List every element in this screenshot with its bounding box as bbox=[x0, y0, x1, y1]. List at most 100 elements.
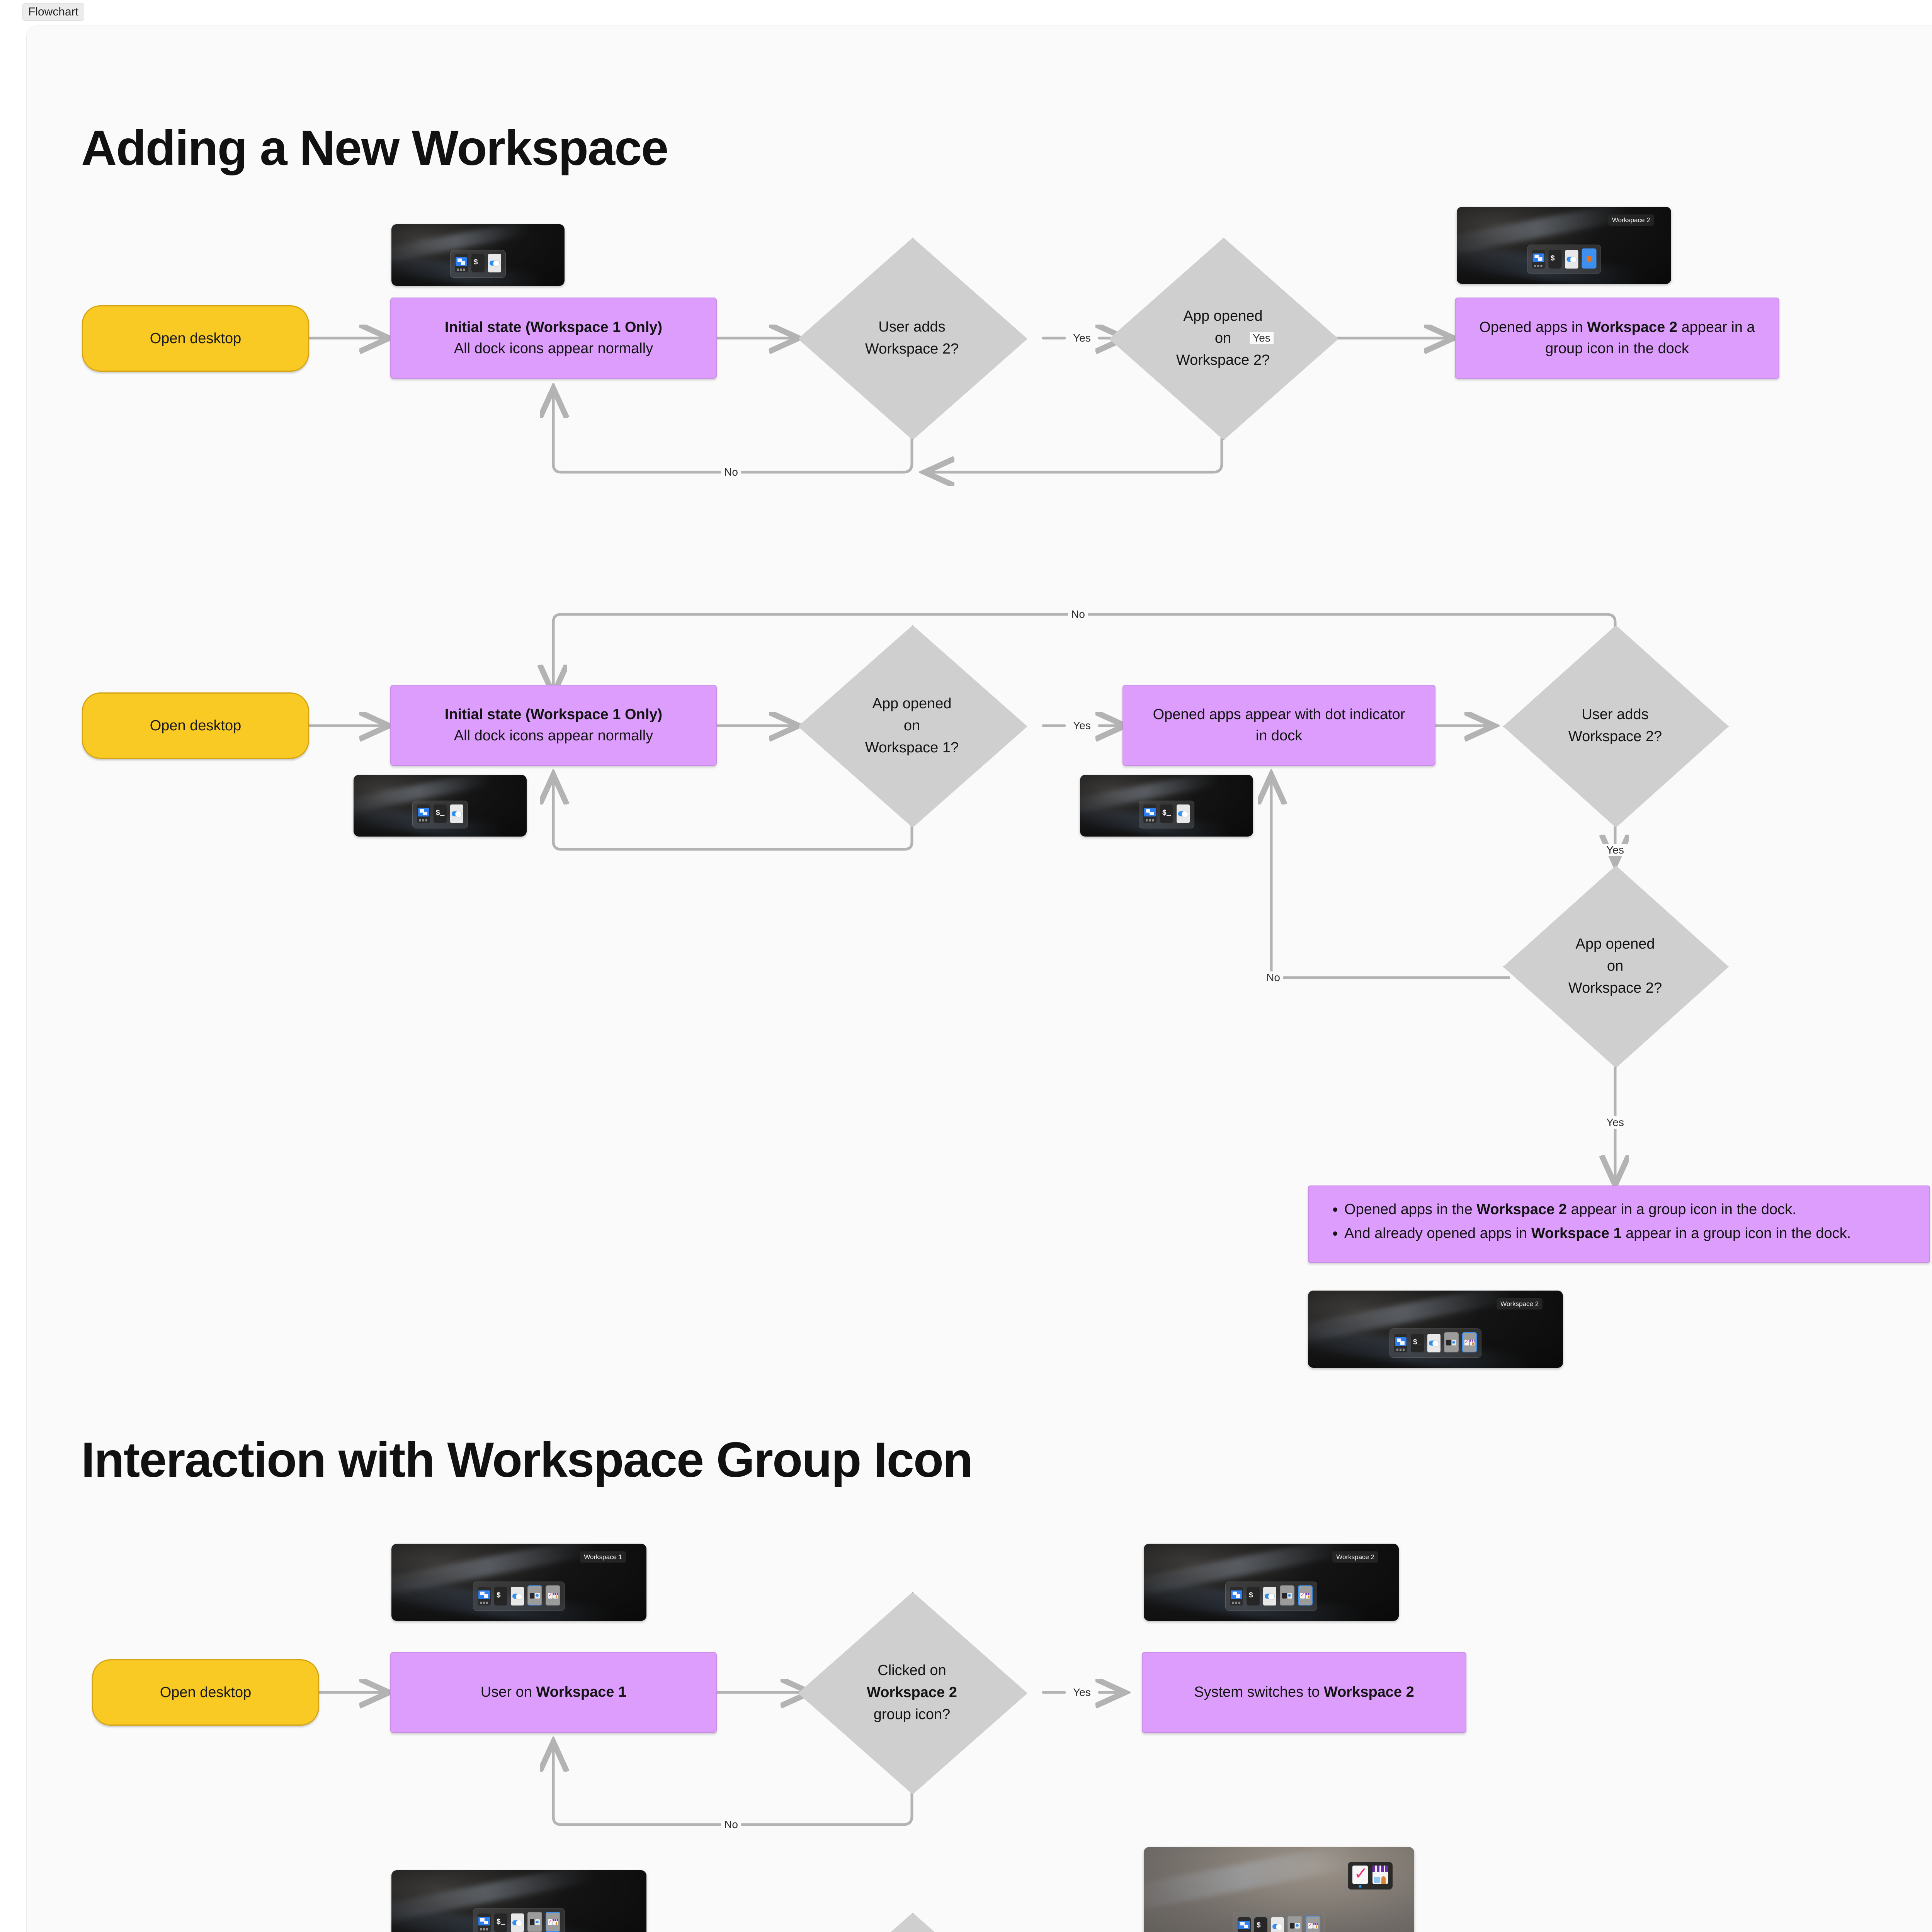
workspace-group-popup bbox=[1348, 1862, 1393, 1890]
settings-app-icon bbox=[1263, 1587, 1276, 1605]
screenshot-workspace2-groups-dock-r2: Workspace 2 $_ bbox=[1308, 1291, 1563, 1368]
workspace1-group-icon bbox=[1280, 1585, 1294, 1605]
edge-label-no: No bbox=[721, 1818, 741, 1831]
edge-label-no: No bbox=[721, 466, 741, 478]
workspace2-group-icon bbox=[546, 1912, 560, 1932]
files-app-icon bbox=[455, 254, 468, 273]
terminal-app-icon: $_ bbox=[1247, 1587, 1260, 1605]
edge-label-yes: Yes bbox=[1070, 1686, 1094, 1699]
files-app-icon bbox=[478, 1587, 491, 1605]
section-title-adding-workspace: Adding a New Workspace bbox=[81, 121, 668, 176]
screenshot-workspace1-dock-r3: Workspace 1 $_ bbox=[391, 1544, 646, 1621]
node-subtitle: All dock icons appear normally bbox=[454, 340, 653, 357]
settings-app-icon bbox=[511, 1587, 524, 1605]
decision-text: User adds Workspace 2? bbox=[865, 319, 959, 357]
decision-text: User adds Workspace 2? bbox=[1568, 706, 1662, 745]
checkmark-app-icon bbox=[1352, 1865, 1368, 1888]
edge-label-no: No bbox=[1068, 608, 1088, 621]
dock-bar: $_ bbox=[450, 250, 506, 278]
terminal-app-icon: $_ bbox=[1548, 250, 1561, 269]
start-node-open-desktop-r1[interactable]: Open desktop bbox=[82, 305, 309, 372]
node-text: System switches to Workspace 2 bbox=[1194, 1684, 1414, 1701]
dock-bar: $_ bbox=[1225, 1582, 1317, 1611]
decision-text: Clicked on Workspace 2 group icon? bbox=[867, 1662, 957, 1723]
decision-clicked-workspace2-group-icon-r3[interactable]: Clicked on Workspace 2 group icon? bbox=[798, 1592, 1027, 1794]
shop-app-icon bbox=[1372, 1866, 1388, 1884]
workspace2-group-icon bbox=[546, 1585, 560, 1605]
decision-user-adds-workspace2-r1[interactable]: User adds Workspace 2? bbox=[798, 238, 1027, 440]
summary-bullet-list: Opened apps in the Workspace 2 appear in… bbox=[1327, 1198, 1911, 1245]
edge-label-yes: Yes bbox=[1250, 332, 1274, 344]
files-app-icon bbox=[1532, 250, 1545, 269]
terminal-app-icon: $_ bbox=[494, 1587, 507, 1605]
files-app-icon bbox=[1143, 804, 1156, 823]
decision-app-opened-workspace2-r2[interactable]: App opened on Workspace 2? bbox=[1503, 866, 1729, 1068]
terminal-app-icon: $_ bbox=[434, 804, 447, 823]
files-app-icon bbox=[1230, 1587, 1243, 1605]
settings-app-icon bbox=[1427, 1334, 1440, 1352]
screenshot-workspace2-dock-r4: $_ bbox=[391, 1870, 646, 1932]
screenshot-group-popup-r4: $_ bbox=[1144, 1847, 1414, 1932]
list-item: And already opened apps in Workspace 1 a… bbox=[1344, 1222, 1911, 1246]
terminal-app-icon: $_ bbox=[1160, 804, 1173, 823]
files-app-icon bbox=[1238, 1917, 1251, 1932]
workspace-badge: Workspace 2 bbox=[1608, 214, 1654, 226]
decision-app-opened-workspace1-r2[interactable]: App opened on Workspace 1? bbox=[798, 625, 1027, 828]
settings-app-icon bbox=[1271, 1917, 1284, 1932]
workspace2-group-icon bbox=[1306, 1915, 1320, 1932]
screenshot-initial-dock-r2: $_ bbox=[354, 775, 527, 837]
dock-bar: $_ bbox=[473, 1908, 565, 1932]
screenshot-workspace2-dock-r1: Workspace 2 $_ bbox=[1457, 207, 1671, 284]
edge-label-yes: Yes bbox=[1603, 1116, 1627, 1129]
tab-flowchart[interactable]: Flowchart bbox=[22, 3, 85, 21]
dock-bar: $_ bbox=[473, 1582, 565, 1611]
decision-text: App opened on Workspace 2? bbox=[1176, 308, 1270, 368]
dock-bar: $_ bbox=[1139, 801, 1194, 829]
process-initial-state-r1[interactable]: Initial state (Workspace 1 Only) All doc… bbox=[390, 298, 717, 379]
process-group-icon-result-r1[interactable]: Opened apps in Workspace 2 appear in a g… bbox=[1455, 298, 1779, 379]
workspace-group-icon bbox=[1582, 248, 1596, 269]
decision-app-opened-workspace2-r1[interactable]: App opened on Workspace 2? bbox=[1109, 238, 1338, 440]
process-initial-state-r2[interactable]: Initial state (Workspace 1 Only) All doc… bbox=[390, 685, 717, 766]
workspace1-group-icon bbox=[527, 1585, 542, 1605]
screenshot-initial-dock-r1: $_ bbox=[391, 224, 565, 286]
process-dot-indicator-r2[interactable]: Opened apps appear with dot indicator in… bbox=[1122, 685, 1435, 766]
edge-label-yes: Yes bbox=[1070, 332, 1094, 344]
node-text: Opened apps in Workspace 2 appear in a g… bbox=[1479, 319, 1755, 357]
process-system-switches-r3[interactable]: System switches to Workspace 2 bbox=[1142, 1652, 1466, 1733]
settings-app-icon bbox=[511, 1913, 524, 1932]
start-node-open-desktop-r3[interactable]: Open desktop bbox=[92, 1659, 319, 1726]
workspace-badge: Workspace 2 bbox=[1497, 1298, 1543, 1310]
dock-bar: $_ bbox=[1389, 1328, 1481, 1358]
dock-bar: $_ bbox=[412, 801, 468, 829]
edge-label-yes: Yes bbox=[1603, 844, 1627, 856]
settings-app-icon bbox=[488, 254, 501, 273]
settings-app-icon bbox=[450, 804, 463, 823]
workspace1-group-icon bbox=[527, 1912, 542, 1932]
process-group-icons-summary-r2[interactable]: Opened apps in the Workspace 2 appear in… bbox=[1308, 1185, 1930, 1263]
process-user-on-workspace1-r3[interactable]: User on Workspace 1 bbox=[390, 1652, 717, 1733]
terminal-app-icon: $_ bbox=[1411, 1334, 1424, 1352]
workspace2-group-icon bbox=[1298, 1585, 1313, 1605]
decision-text: App opened on Workspace 2? bbox=[1568, 935, 1662, 996]
workspace1-group-icon bbox=[1444, 1332, 1459, 1352]
screenshot-dot-indicator-dock-r2: $_ bbox=[1080, 775, 1253, 837]
list-item: Opened apps in the Workspace 2 appear in… bbox=[1344, 1198, 1911, 1222]
settings-app-icon bbox=[1565, 250, 1578, 269]
start-node-open-desktop-r2[interactable]: Open desktop bbox=[82, 692, 309, 759]
terminal-app-icon: $_ bbox=[494, 1913, 507, 1932]
node-title: Initial state (Workspace 1 Only) bbox=[444, 319, 663, 335]
decision-clicked-workspace2-group-icon-r4[interactable]: Clicked on Workspace 2 group icon? bbox=[798, 1913, 1027, 1932]
files-app-icon bbox=[1394, 1334, 1407, 1352]
settings-app-icon bbox=[1177, 804, 1190, 823]
files-app-icon bbox=[417, 804, 430, 823]
decision-user-adds-workspace2-r2[interactable]: User adds Workspace 2? bbox=[1503, 625, 1729, 828]
decision-text: App opened on Workspace 1? bbox=[865, 695, 959, 756]
workspace2-group-icon bbox=[1462, 1332, 1477, 1352]
section-title-interaction-group-icon: Interaction with Workspace Group Icon bbox=[81, 1432, 973, 1488]
dock-bar: $_ bbox=[1233, 1912, 1325, 1932]
edge-label-yes: Yes bbox=[1070, 719, 1094, 732]
workspace-badge: Workspace 1 bbox=[580, 1551, 626, 1563]
files-app-icon bbox=[478, 1913, 491, 1932]
